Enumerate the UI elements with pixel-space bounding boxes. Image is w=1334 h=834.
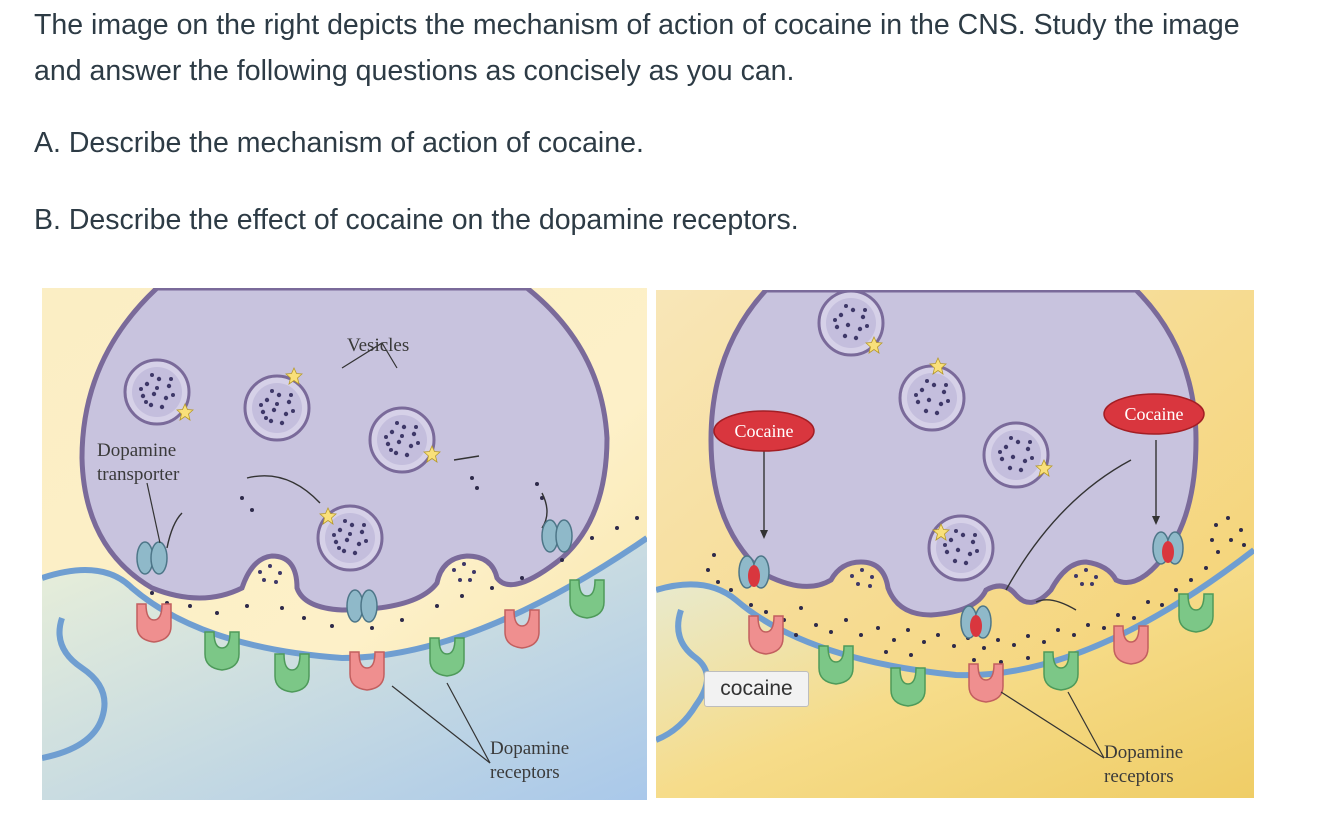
receptors-label-line2: receptors	[1104, 766, 1174, 787]
cocaine-tooltip: cocaine	[704, 671, 809, 707]
normal-synapse-figure: Vesicles Dopamine transporter Dopamine r…	[42, 288, 647, 800]
normal-synapse-diagram: Vesicles Dopamine transporter Dopamine r…	[42, 288, 647, 800]
receptors-label-line1: Dopamine	[1104, 742, 1183, 763]
vesicles-label: Vesicles	[347, 335, 409, 356]
transporter-label-line1: Dopamine	[97, 440, 176, 461]
receptors-label-line2: receptors	[490, 762, 560, 783]
cocaine-badge-left: Cocaine	[713, 410, 815, 452]
cocaine-label-right: Cocaine	[1125, 404, 1184, 424]
cocaine-synapse-figure: Cocaine Cocaine Dopamine receptors	[656, 290, 1254, 798]
receptors-label-line1: Dopamine	[490, 738, 569, 759]
question-part-b: B. Describe the effect of cocaine on the…	[34, 204, 799, 236]
question-part-a: A. Describe the mechanism of action of c…	[34, 127, 644, 159]
cocaine-label-left: Cocaine	[735, 421, 794, 441]
question-intro: The image on the right depicts the mecha…	[34, 9, 1240, 87]
transporter-label-line2: transporter	[97, 464, 180, 485]
cocaine-synapse-diagram: Cocaine Cocaine Dopamine receptors	[656, 290, 1254, 798]
cocaine-badge-right: Cocaine	[1103, 393, 1205, 435]
